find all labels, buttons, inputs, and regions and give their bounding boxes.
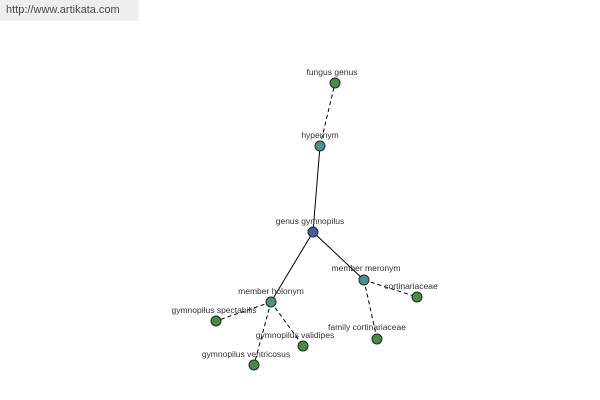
- node-label-fungus-genus[interactable]: fungus genus: [306, 67, 357, 77]
- edge-member-holonym-to-gymnopilus-spectabilis: [215, 301, 272, 322]
- edge-member-holonym-to-gymnopilus-validipes: [270, 301, 304, 347]
- node-label-member-holonym[interactable]: member holonym: [238, 286, 304, 296]
- node-gymnopilus-spectabilis[interactable]: [210, 315, 222, 327]
- nodes-layer: [210, 77, 423, 371]
- node-hypernym[interactable]: [314, 140, 326, 152]
- node-label-gymnopilus-validipes[interactable]: gymnopilus validipes: [256, 330, 334, 340]
- node-gymnopilus-validipes[interactable]: [297, 340, 309, 352]
- edge-genus-gymnopilus-to-hypernym: [312, 145, 321, 233]
- edge-member-holonym-to-gymnopilus-ventricosus: [253, 301, 272, 366]
- node-family-cortinariaceae[interactable]: [371, 333, 383, 345]
- edge-hypernym-to-fungus-genus: [319, 82, 336, 147]
- source-url-banner[interactable]: http://www.artikata.com: [0, 0, 139, 21]
- node-label-gymnopilus-ventricosus[interactable]: gymnopilus ventricosus: [202, 349, 290, 359]
- edge-genus-gymnopilus-to-member-meronym: [312, 231, 365, 281]
- node-label-genus-gymnopilus[interactable]: genus gymnopilus: [276, 216, 345, 226]
- edge-member-meronym-to-family-cortinariaceae: [363, 279, 378, 340]
- node-label-member-meronym[interactable]: member meronym: [332, 263, 401, 273]
- node-label-family-cortinariaceae[interactable]: family cortinariaceae: [328, 322, 406, 332]
- labels-layer: fungus genus hypernym genus gymnopilus memb…: [171, 67, 437, 359]
- node-cortinariaceae[interactable]: [411, 291, 423, 303]
- node-genus-gymnopilus[interactable]: [307, 226, 319, 238]
- node-member-meronym[interactable]: [358, 274, 370, 286]
- node-fungus-genus[interactable]: [329, 77, 341, 89]
- edge-member-meronym-to-cortinariaceae: [363, 279, 418, 298]
- node-gymnopilus-ventricosus[interactable]: [248, 359, 260, 371]
- edges-layer: [215, 82, 418, 366]
- edge-genus-gymnopilus-to-member-holonym: [270, 231, 314, 303]
- node-member-holonym[interactable]: [265, 296, 277, 308]
- node-label-hypernym[interactable]: hypernym: [301, 130, 338, 140]
- node-label-cortinariaceae[interactable]: cortinariaceae: [384, 281, 438, 291]
- node-label-gymnopilus-spectabilis[interactable]: gymnopilus spectabilis: [171, 305, 256, 315]
